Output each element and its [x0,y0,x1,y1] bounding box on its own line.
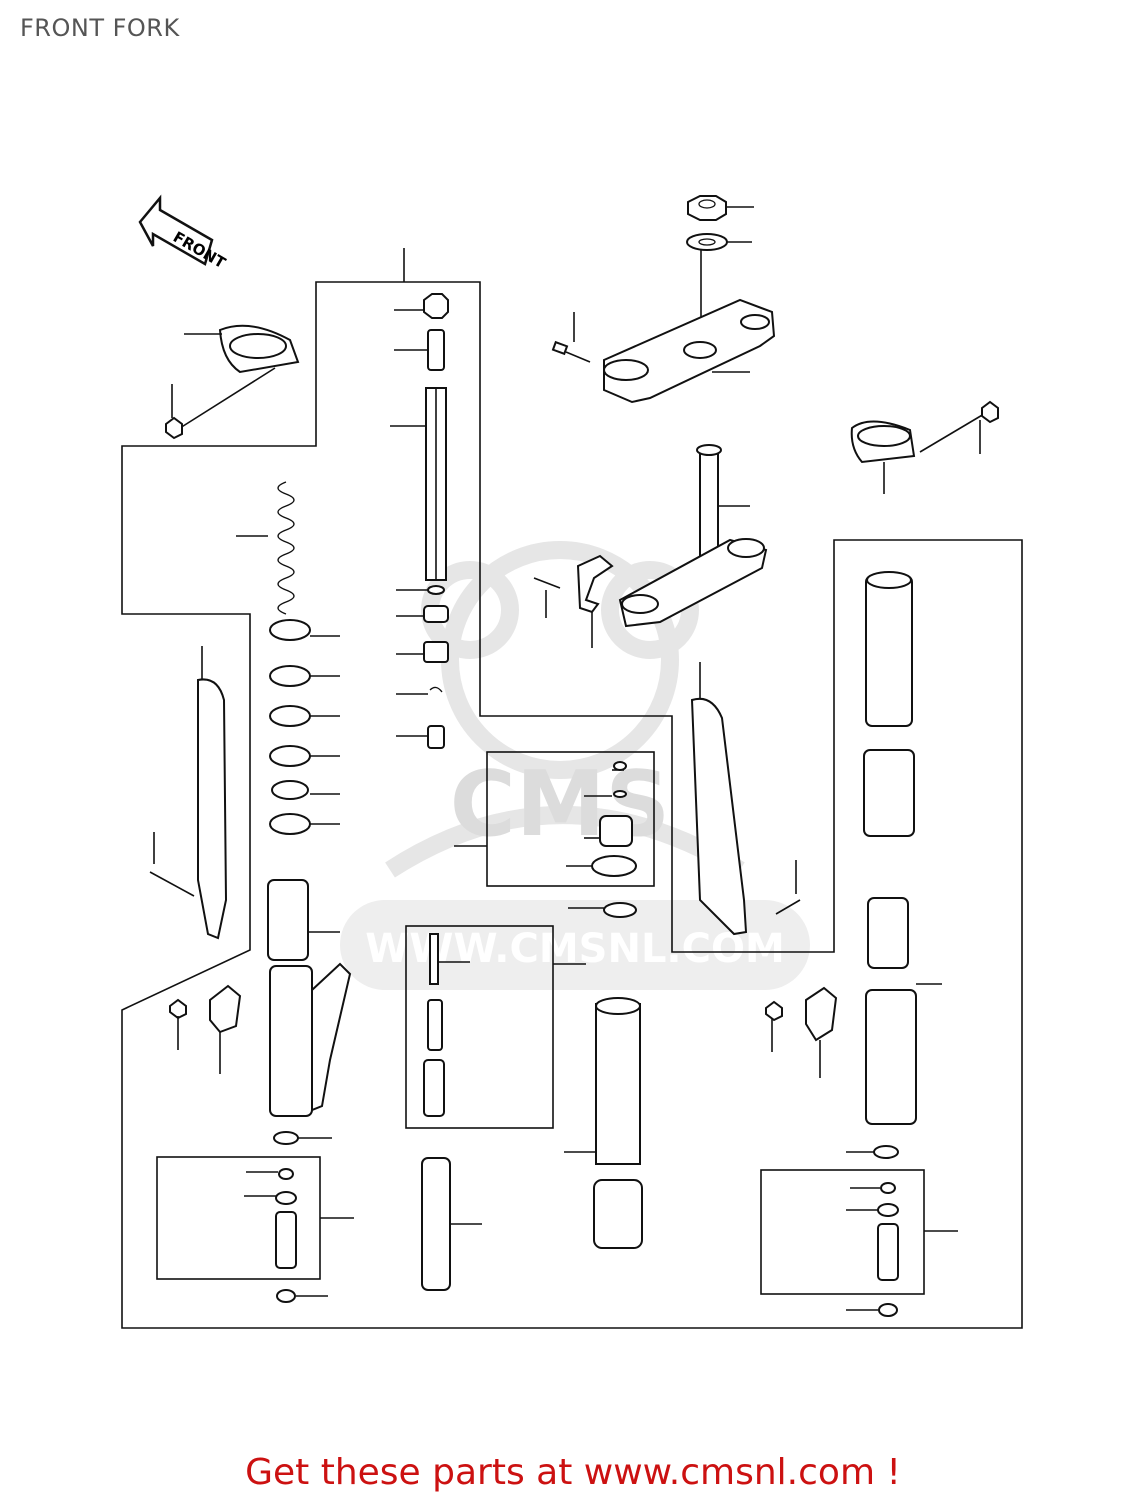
seal-stack-left [269,619,340,835]
steering-stem-nut [687,195,754,221]
front-direction-arrow: FRONT [138,194,229,273]
cartridge-column [390,293,449,749]
hose-guide-bracket [533,554,614,648]
steering-stem [618,444,768,628]
handlebar-holder-left [165,324,300,440]
fork-guard-right [690,662,801,936]
watermark-logo-text: CMS [450,752,670,857]
stem-washer [686,233,752,251]
damper-rod-box [405,925,554,1129]
axle-holder-left [169,962,352,1117]
damper-rod-parts [423,933,470,1117]
page-title: FRONT FORK [20,14,180,42]
right-valve-box [760,1169,925,1295]
fork-guard-left [149,646,228,940]
inner-tube-right [865,897,942,1125]
cap-assembly-parts [566,761,637,918]
fork-spring [236,481,295,615]
cap-assembly-box [486,751,655,887]
parts-diagram: CMS WWW.CMSNL.COM FRONT [121,194,1023,1329]
assembly-boundary [121,281,1023,1329]
right-valve-parts [846,1182,899,1281]
handlebar-holder-right [850,400,999,494]
outer-tube-center [564,997,643,1249]
inner-tube-left [267,879,340,961]
outer-tube-right [863,571,915,837]
left-valve-parts [244,1168,297,1269]
watermark-url: WWW.CMSNL.COM [365,926,785,972]
bottom-parts [273,1131,899,1317]
axle-holder-right [765,986,838,1078]
clamp-bolt-upper [551,312,591,363]
upper-triple-clamp [603,298,776,404]
cms-cta-link[interactable]: Get these parts at www.cmsnl.com ! [245,1452,901,1493]
